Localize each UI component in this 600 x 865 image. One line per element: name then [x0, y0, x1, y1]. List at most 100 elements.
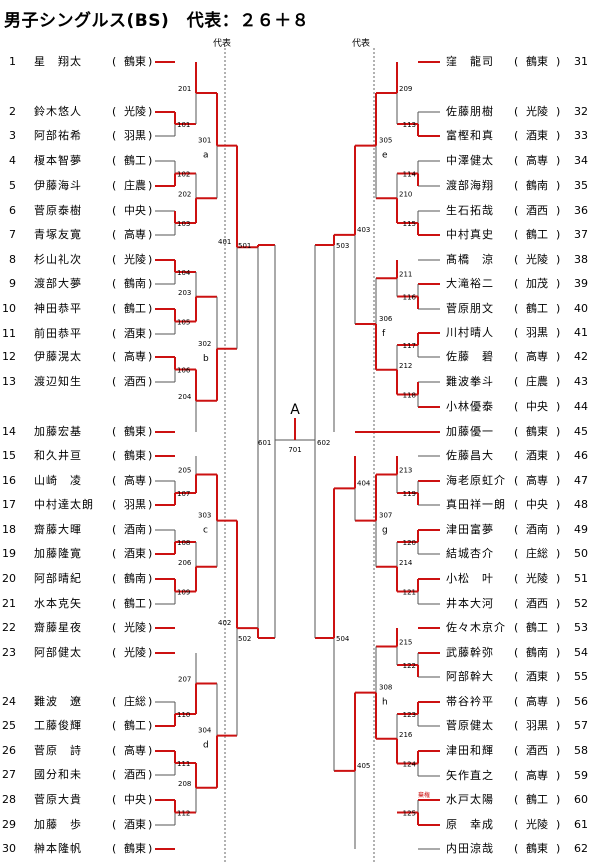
paren-open: (: [112, 572, 117, 585]
player-number: 27: [2, 768, 16, 781]
player-school: 羽黒: [526, 326, 548, 339]
player-row: 津田和輝(酒西)58: [0, 743, 600, 759]
player-school: 庄農: [526, 375, 548, 388]
player-name: 和久井亘: [34, 449, 82, 462]
paren-open: (: [112, 253, 117, 266]
player-name: 井本大河: [446, 597, 494, 610]
player-school: 光陵: [526, 572, 548, 585]
player-school: 酒西: [124, 375, 146, 388]
player-name: 伊藤海斗: [34, 179, 82, 192]
player-school: 酒西: [526, 744, 548, 757]
player-school: 庄農: [124, 179, 146, 192]
player-number: 13: [2, 375, 16, 388]
paren-close: ): [556, 55, 561, 68]
paren-open: (: [514, 277, 519, 290]
paren-close: ): [148, 154, 153, 167]
player-row: 富樫和真(酒東)33: [0, 128, 600, 144]
paren-open: (: [514, 646, 519, 659]
player-name: 菅原朋文: [446, 302, 494, 315]
player-row: 武藤幹弥(鶴南)54: [0, 645, 600, 661]
player-school: 酒東: [124, 547, 146, 560]
paren-open: (: [112, 179, 117, 192]
player-school: 光陵: [124, 105, 146, 118]
player-number: 57: [574, 719, 588, 732]
paren-close: ): [148, 425, 153, 438]
match-number: 202: [178, 190, 191, 198]
paren-close: ): [556, 498, 561, 511]
paren-open: (: [514, 474, 519, 487]
player-row: 川村晴人(羽黒)41: [0, 325, 600, 341]
player-name: 阿部祐希: [34, 129, 82, 142]
match-number: 124: [403, 761, 417, 769]
player-name: 帯谷衿平: [446, 695, 494, 708]
paren-open: (: [112, 818, 117, 831]
player-name: 佐々木京介: [446, 621, 506, 634]
match-number: 205: [178, 467, 191, 475]
match-number: 401: [218, 238, 231, 246]
player-name: 津田和輝: [446, 744, 494, 757]
player-number: 28: [2, 793, 16, 806]
player-number: 14: [2, 425, 16, 438]
paren-open: (: [514, 769, 519, 782]
match-number: 214: [399, 559, 413, 567]
player-name: 前田恭平: [34, 327, 82, 340]
player-school: 鶴東: [526, 842, 548, 855]
player-row: 中澤健太(高専)34: [0, 153, 600, 169]
match-number: 106: [177, 367, 191, 375]
player-name: 杉山礼次: [34, 253, 82, 266]
player-school: 高専: [526, 350, 548, 363]
match-number: 116: [403, 294, 417, 302]
player-name: 青塚友寛: [34, 228, 82, 241]
player-name: 工藤俊輝: [34, 719, 82, 732]
player-name: 鈴木悠人: [34, 105, 82, 118]
paren-close: ): [148, 375, 153, 388]
player-school: 鶴東: [124, 449, 146, 462]
block-letter: a: [203, 151, 209, 161]
player-school: 鶴東: [124, 55, 146, 68]
player-name: 武藤幹弥: [446, 646, 494, 659]
player-name: 渡辺知生: [34, 375, 82, 388]
player-number: 40: [574, 302, 588, 315]
player-number: 4: [9, 154, 16, 167]
paren-close: ): [556, 695, 561, 708]
paren-open: (: [112, 105, 117, 118]
player-row: 内田涼哉(鶴東)62: [0, 841, 600, 857]
paren-close: ): [556, 646, 561, 659]
paren-close: ): [148, 277, 153, 290]
player-name: 中澤健太: [446, 154, 494, 167]
paren-open: (: [112, 793, 117, 806]
match-number: 102: [177, 171, 190, 179]
player-name: 中村真史: [446, 228, 494, 241]
match-number: 120: [403, 539, 416, 547]
player-row: 水戸太陽(鶴工)60: [0, 792, 600, 808]
paren-close: ): [556, 228, 561, 241]
player-number: 25: [2, 719, 16, 732]
match-number: 207: [178, 676, 191, 684]
final-label: A: [290, 402, 300, 418]
paren-open: (: [112, 621, 117, 634]
player-school: 鶴工: [124, 154, 146, 167]
player-number: 48: [574, 498, 588, 511]
paren-open: (: [514, 253, 519, 266]
player-number: 9: [9, 277, 16, 290]
block-letter: b: [203, 354, 209, 364]
player-number: 52: [574, 597, 588, 610]
player-row: 中村真史(鶴工)37: [0, 227, 600, 243]
paren-close: ): [148, 793, 153, 806]
player-number: 22: [2, 621, 16, 634]
paren-open: (: [514, 326, 519, 339]
paren-close: ): [148, 105, 153, 118]
player-school: 羽黒: [124, 129, 146, 142]
paren-open: (: [112, 277, 117, 290]
match-number: 304: [198, 727, 212, 735]
player-number: 39: [574, 277, 588, 290]
paren-open: (: [514, 105, 519, 118]
player-school: 高専: [526, 695, 548, 708]
